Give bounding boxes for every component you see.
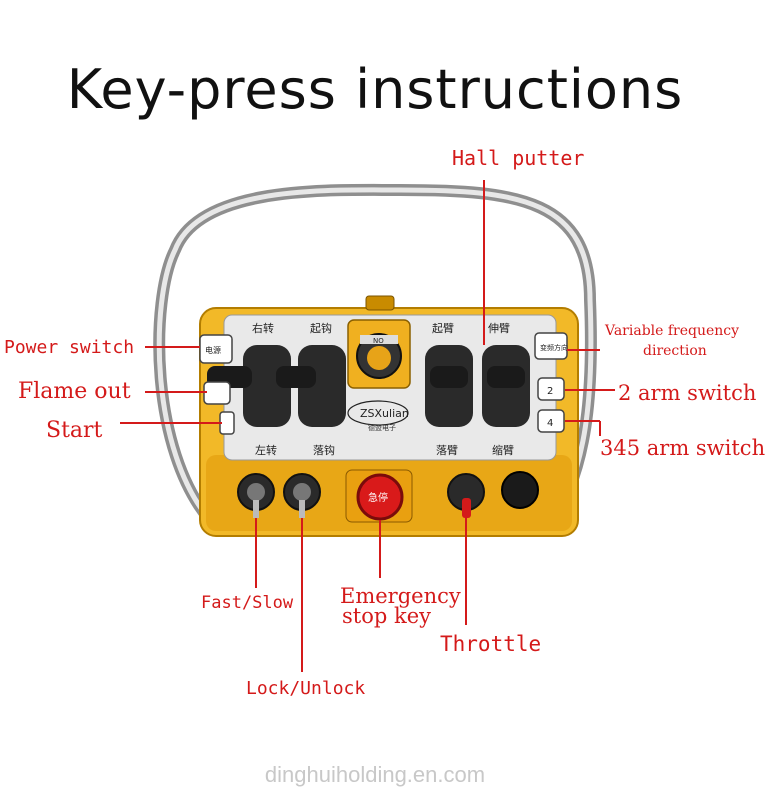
label-direction: direction (643, 343, 707, 359)
label-345-arm-switch: 345 arm switch (600, 436, 765, 460)
label-fast-slow: Fast/Slow (201, 593, 294, 613)
frequency-direction-key (534, 332, 568, 360)
arm-2-key (537, 377, 565, 401)
power-switch-key (199, 334, 233, 364)
top-label-3: 起臂 (432, 322, 454, 335)
bottom-label-3: 落臂 (436, 444, 458, 457)
start-key (219, 411, 235, 435)
bottom-label-4: 缩臂 (492, 444, 514, 457)
svg-text:变频方向: 变频方向 (540, 343, 568, 352)
page-title: Key-press instructions (66, 58, 684, 121)
label-stop-key: stop key (342, 604, 431, 628)
label-hall-putter: Hall putter (452, 146, 585, 170)
knob (501, 471, 539, 509)
lock-unlock-toggle (283, 473, 321, 518)
emergency-stop-button (356, 473, 404, 521)
throttle-button (447, 473, 485, 518)
svg-text:2: 2 (547, 386, 553, 397)
estop-text: 急停 (368, 491, 388, 504)
top-label-4: 伸臂 (488, 322, 510, 335)
label-variable-frequency: Variable frequency (605, 323, 740, 339)
label-power-switch: Power switch (4, 337, 135, 358)
watermark: dinghuiholding.en.com (264, 762, 486, 787)
callout-lines (120, 180, 615, 672)
label-lock-unlock: Lock/Unlock (246, 678, 366, 699)
bottom-label-1: 左转 (255, 443, 277, 457)
svg-text:4: 4 (547, 418, 553, 429)
label-throttle: Throttle (440, 632, 542, 656)
joystick-2 (276, 345, 346, 427)
label-2-arm-switch: 2 arm switch (618, 381, 757, 405)
joystick-4 (482, 345, 530, 427)
bottom-label-2: 落钩 (313, 443, 335, 457)
arm-4-key (537, 409, 565, 433)
key-no-label: NO (373, 337, 384, 345)
label-emergency: Emergency (340, 584, 461, 608)
svg-text:电源: 电源 (205, 345, 221, 355)
label-flame-out: Flame out (18, 379, 131, 404)
flame-out-key (203, 381, 231, 405)
joystick-3 (425, 345, 473, 427)
brand-logo-text: ZSXulian (360, 407, 409, 420)
fast-slow-toggle (237, 473, 275, 518)
top-label-2: 起钩 (310, 321, 332, 335)
label-start: Start (46, 418, 103, 443)
brand-sub-text: 德盟电子 (368, 423, 396, 432)
top-label-1: 右转 (252, 321, 274, 335)
